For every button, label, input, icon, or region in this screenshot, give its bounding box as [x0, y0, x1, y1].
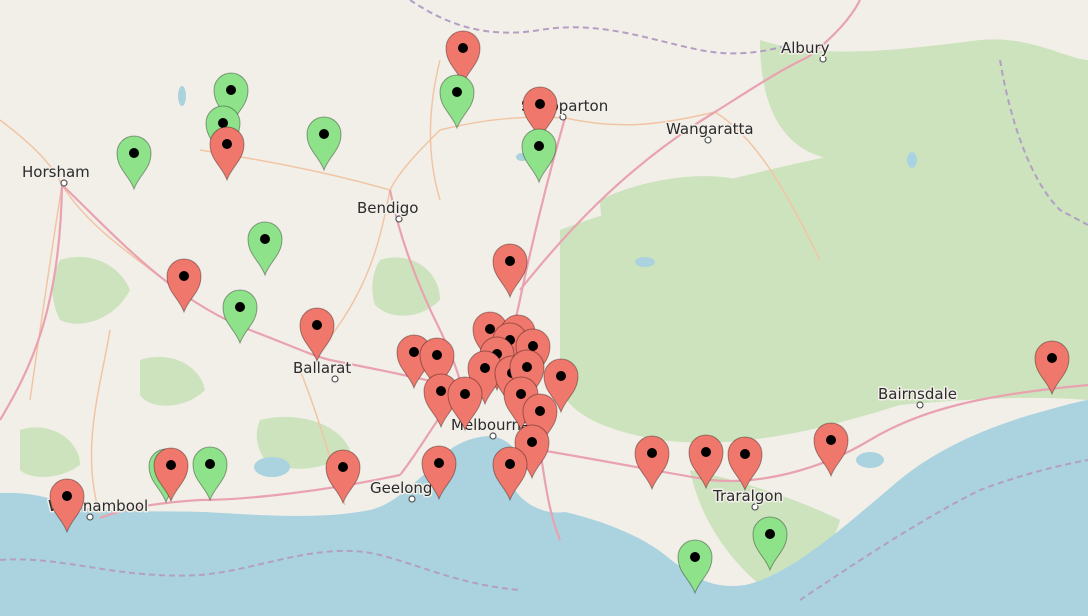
town-label: Horsham: [22, 163, 90, 181]
green-map-marker-icon[interactable]: [752, 516, 788, 571]
red-map-marker-icon[interactable]: [492, 243, 528, 298]
red-map-marker-icon[interactable]: [299, 307, 335, 362]
town-albury: Albury: [780, 38, 831, 63]
red-map-marker-icon[interactable]: [423, 373, 459, 428]
red-map-marker-icon[interactable]: [467, 350, 503, 405]
red-map-marker-icon[interactable]: [419, 337, 455, 392]
green-map-marker-icon[interactable]: [205, 105, 241, 160]
red-map-marker-icon[interactable]: [522, 393, 558, 448]
green-map-marker-icon[interactable]: [247, 221, 283, 276]
town-dot: [916, 401, 924, 409]
green-map-marker-icon[interactable]: [439, 74, 475, 129]
town-bairnsdale: Bairnsdale: [877, 384, 958, 409]
town-dot: [86, 513, 94, 521]
red-map-marker-icon[interactable]: [509, 349, 545, 404]
red-map-marker-icon[interactable]: [445, 30, 481, 85]
red-map-marker-icon[interactable]: [503, 376, 539, 431]
red-map-marker-icon[interactable]: [209, 126, 245, 181]
red-map-marker-icon[interactable]: [421, 445, 457, 500]
town-wangaratta: Wangaratta: [665, 119, 755, 144]
town-dot: [819, 55, 827, 63]
red-map-marker-icon[interactable]: [447, 376, 483, 431]
red-map-marker-icon[interactable]: [166, 258, 202, 313]
red-map-marker-icon[interactable]: [49, 478, 85, 533]
green-map-marker-icon[interactable]: [116, 135, 152, 190]
town-label: Geelong: [370, 479, 432, 497]
town-ballarat: Ballarat: [292, 358, 353, 383]
red-map-marker-icon[interactable]: [1034, 340, 1070, 395]
borders: [0, 0, 1088, 601]
town-dot: [751, 503, 759, 511]
red-map-marker-icon[interactable]: [514, 424, 550, 479]
town-traralgon: Traralgon: [711, 486, 785, 511]
red-map-marker-icon[interactable]: [522, 86, 558, 141]
town-label: Wangaratta: [666, 120, 754, 138]
red-map-marker-icon[interactable]: [396, 334, 432, 389]
red-map-marker-icon[interactable]: [634, 435, 670, 490]
red-map-marker-icon[interactable]: [492, 446, 528, 501]
red-map-marker-icon[interactable]: [543, 358, 579, 413]
town-dot: [489, 432, 497, 440]
red-map-marker-icon[interactable]: [727, 436, 763, 491]
green-map-marker-icon[interactable]: [213, 72, 249, 127]
town-dot: [60, 179, 68, 187]
town-dot: [408, 495, 416, 503]
green-map-marker-icon[interactable]: [521, 128, 557, 183]
red-map-marker-icon[interactable]: [688, 434, 724, 489]
town-dot: [704, 136, 712, 144]
major-roads: [0, 0, 1088, 541]
town-horsham: Horsham: [21, 162, 91, 187]
town-label: Albury: [781, 39, 830, 57]
red-map-marker-icon[interactable]: [472, 311, 508, 366]
marker-layer: [49, 30, 1070, 594]
town-layer: HorshamBendigoSheppartonWangarattaAlbury…: [21, 38, 958, 521]
town-label: Traralgon: [712, 487, 783, 505]
town-label: Bairnsdale: [878, 385, 957, 403]
forest-areas: [20, 39, 1088, 586]
red-map-marker-icon[interactable]: [153, 447, 189, 502]
town-dot: [395, 215, 403, 223]
lakes: [178, 86, 917, 477]
town-melbourne: Melbourne: [450, 415, 532, 440]
red-map-marker-icon[interactable]: [515, 328, 551, 383]
town-label: Ballarat: [293, 359, 351, 377]
town-dot: [331, 375, 339, 383]
town-dot: [559, 113, 567, 121]
red-map-marker-icon[interactable]: [325, 449, 361, 504]
green-map-marker-icon[interactable]: [192, 446, 228, 501]
town-bendigo: Bendigo: [356, 198, 420, 223]
green-map-marker-icon[interactable]: [306, 116, 342, 171]
town-geelong: Geelong: [369, 478, 434, 503]
green-map-marker-icon[interactable]: [677, 539, 713, 594]
red-map-marker-icon[interactable]: [813, 422, 849, 477]
green-map-marker-icon[interactable]: [222, 289, 258, 344]
minor-roads: [0, 59, 821, 516]
town-label: Bendigo: [357, 199, 418, 217]
